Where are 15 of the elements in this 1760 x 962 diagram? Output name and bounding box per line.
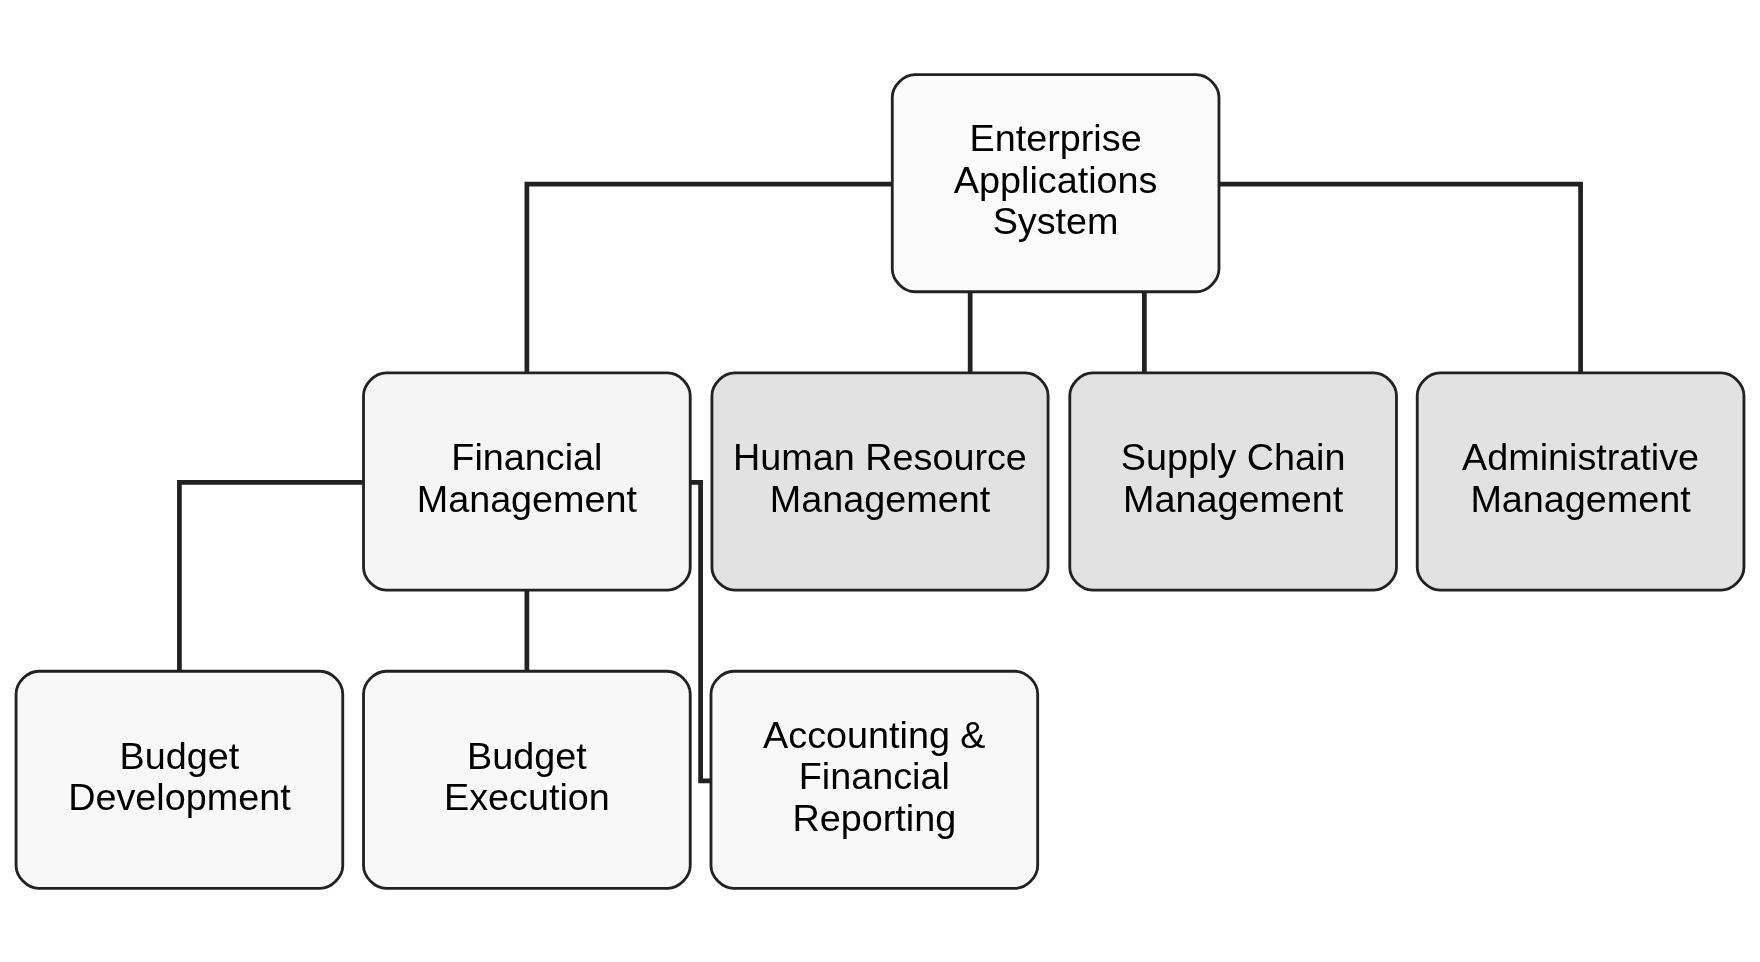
connector [177,479,364,671]
connector [690,479,711,783]
node-box: Supply Chain Management [1068,371,1398,591]
node-box: Enterprise Applications System [890,72,1221,293]
node-box: Accounting & Financial Reporting [709,669,1040,890]
node-box: Financial Management [362,371,692,591]
connector [524,181,892,372]
node-box: Budget Execution [362,669,692,890]
node-box: Administrative Management [1415,371,1746,591]
connector [967,292,973,373]
connector [524,590,530,671]
node-box: Human Resource Management [710,371,1050,591]
connector [1219,181,1583,372]
connector [1142,292,1147,373]
node-box: Budget Development [14,669,345,890]
